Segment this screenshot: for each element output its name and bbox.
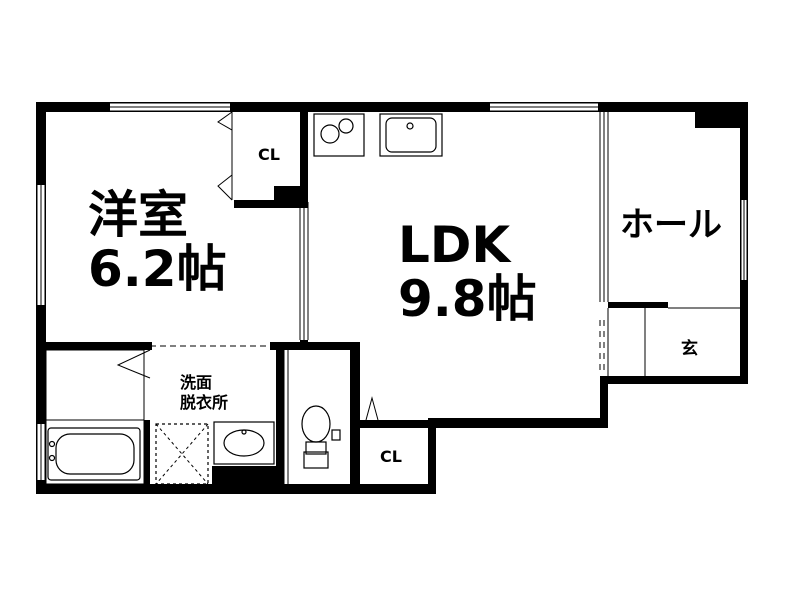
toilet bbox=[301, 405, 341, 469]
kitchen-sink bbox=[379, 113, 443, 157]
ldk-room-size: 9.8帖 bbox=[398, 270, 537, 328]
entrance-name: 玄 bbox=[681, 338, 698, 359]
upper-closet-label: CL bbox=[258, 145, 280, 164]
washroom-label-line2: 脱衣所 bbox=[180, 393, 228, 412]
bathtub bbox=[47, 427, 141, 481]
washroom-label-line1: 洗面 bbox=[180, 373, 212, 392]
walls bbox=[36, 102, 748, 494]
partitions bbox=[45, 111, 740, 485]
ldk-room-name: LDK bbox=[398, 216, 512, 274]
lower-closet-label: CL bbox=[380, 447, 402, 466]
washing-machine-space bbox=[155, 423, 209, 485]
western-room-size: 6.2帖 bbox=[88, 240, 227, 298]
windows bbox=[36, 102, 748, 480]
wash-basin bbox=[213, 421, 275, 465]
kitchen-stove bbox=[313, 113, 365, 157]
western-room-name: 洋室 bbox=[88, 186, 188, 244]
hall-name: ホール bbox=[620, 205, 722, 245]
